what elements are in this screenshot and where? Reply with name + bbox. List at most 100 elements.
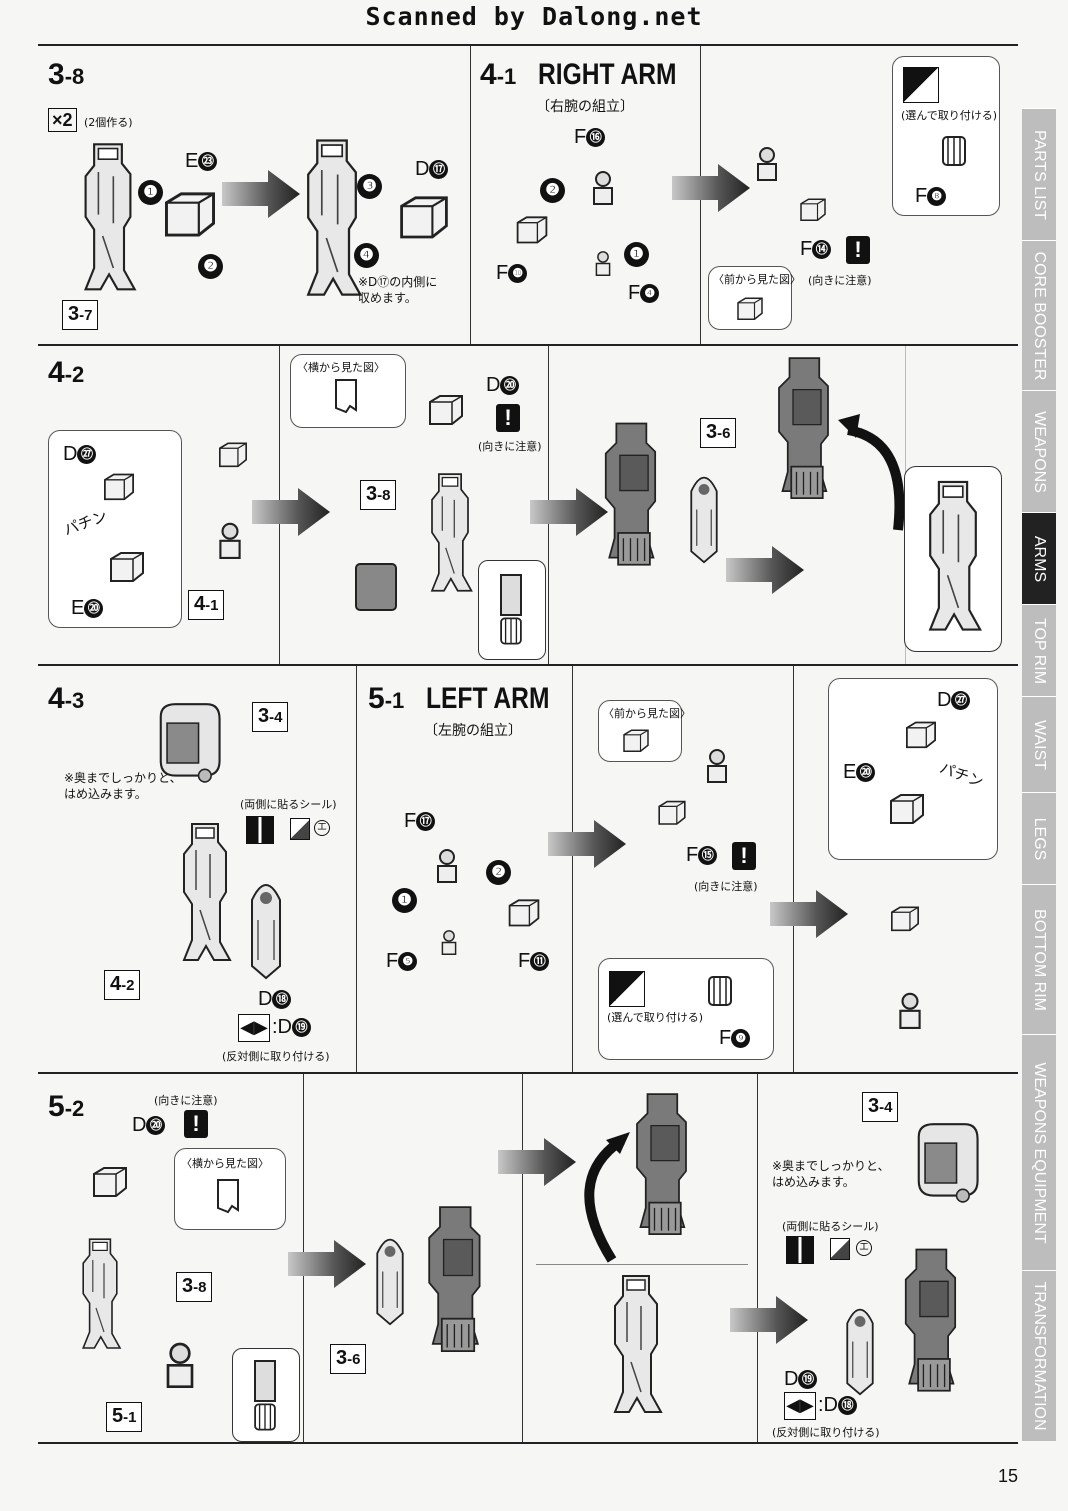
flow-arrow-2	[770, 890, 848, 938]
joint-diagram	[593, 171, 613, 205]
side-tab-legs[interactable]: LEGS	[1022, 792, 1056, 885]
side-tab-parts-list[interactable]: PARTS LIST	[1022, 108, 1056, 241]
ref-box-3-6: 3-6	[330, 1344, 367, 1374]
orientation-note: (向きに注意)	[154, 1094, 218, 1107]
side-tab-weapons-equipment[interactable]: WEAPONS EQUIPMENT	[1022, 1034, 1056, 1271]
warning-icon: !	[184, 1110, 208, 1138]
side-tab-arms[interactable]: ARMS	[1022, 512, 1056, 605]
side-tab-core-booster[interactable]: CORE BOOSTER	[1022, 240, 1056, 391]
flow-arrow	[672, 164, 750, 212]
side-tab-weapons[interactable]: WEAPONS	[1022, 390, 1056, 513]
f14-part-diagram	[800, 198, 826, 222]
side-tab-top-rim[interactable]: TOP RIM	[1022, 604, 1056, 697]
front-view-callout: 〈前から見た図〉	[708, 266, 801, 330]
opposite-note: (反対側に取り付ける)	[772, 1426, 880, 1439]
sticker-swatch	[290, 818, 310, 840]
ref-box-3-8: 3-8	[360, 480, 397, 510]
ref-box-3-8: 3-8	[176, 1272, 213, 1302]
flow-arrow-2	[498, 1138, 576, 1186]
detail-inset	[232, 1348, 300, 1442]
joint-diagram-2	[757, 147, 777, 181]
flow-arrow	[222, 170, 300, 218]
flow-arrow-2	[530, 488, 608, 536]
ref-box-3-4: 3-4	[252, 702, 289, 732]
detail-inset	[478, 560, 546, 660]
hand-icon	[708, 976, 732, 1006]
click-sfx: パチン	[937, 758, 986, 792]
sticker-note: (両側に貼るシール)	[240, 798, 337, 811]
orientation-note: (向きに注意)	[694, 880, 758, 893]
choose-icon	[903, 67, 939, 103]
joint-diagram	[219, 522, 241, 560]
mirror-icon: ◀▶	[784, 1392, 816, 1420]
step-num-1: ❶	[138, 180, 163, 205]
f10-part-diagram	[516, 216, 548, 244]
sticker-swatch	[830, 1238, 850, 1260]
sticker-marker: エ	[856, 1240, 872, 1256]
orientation-note: (向きに注意)	[808, 274, 872, 287]
sticker-icon	[246, 816, 274, 844]
warning-icon: !	[732, 842, 756, 870]
side-tab-waist[interactable]: WAIST	[1022, 696, 1056, 793]
step-num-2: ❷	[540, 178, 565, 203]
step-subtitle: 〔左腕の組立〕	[424, 723, 522, 739]
flow-arrow	[288, 1240, 366, 1288]
step-number: 4-2	[48, 356, 85, 389]
arm-part-diagram	[84, 143, 136, 291]
orientation-note: (向きに注意)	[478, 440, 542, 453]
choose-icon	[609, 971, 645, 1007]
ref-box-3-6: 3-6	[700, 418, 737, 448]
click-sfx: パチン	[61, 506, 110, 540]
hand-icon	[942, 136, 966, 166]
side-tab-transformation[interactable]: TRANSFORMATION	[1022, 1270, 1056, 1441]
side-view-callout: 〈横から見た図〉	[290, 354, 406, 428]
opposite-note: (反対側に取り付ける)	[222, 1050, 330, 1063]
step-num-1: ❶	[624, 242, 649, 267]
warning-icon: !	[846, 236, 870, 264]
scan-banner: Scanned by Dalong.net	[365, 2, 703, 31]
step-number: 5-1	[368, 682, 405, 715]
warning-icon: !	[496, 404, 520, 432]
step-title: LEFT ARM	[426, 682, 550, 715]
sticker-note: (両側に貼るシール)	[782, 1220, 879, 1233]
ref-box-3-7: 3-7	[62, 300, 99, 330]
side-tab-bottom-rim[interactable]: BOTTOM RIM	[1022, 884, 1056, 1035]
rule-bottom	[38, 1442, 1018, 1444]
multiplier-note: (2個作る)	[84, 116, 133, 129]
ref-box-5-1: 5-1	[106, 1402, 143, 1432]
fit-note: ※奥までしっかりと、 はめ込みます。	[772, 1159, 890, 1189]
flow-arrow	[252, 488, 330, 536]
step-number: 3-8	[48, 58, 85, 91]
ref-box-3-4: 3-4	[862, 1092, 899, 1122]
flow-arrow-3	[726, 546, 804, 594]
rule-top	[38, 44, 1018, 46]
front-view-callout: 〈前から見た図〉	[598, 700, 691, 762]
step-title: RIGHT ARM	[538, 58, 677, 91]
inner-fit-note: ※D⑰の内側に 収めます。	[358, 275, 438, 305]
d17-part-diagram	[400, 196, 448, 239]
step-num-2: ❷	[198, 254, 223, 279]
